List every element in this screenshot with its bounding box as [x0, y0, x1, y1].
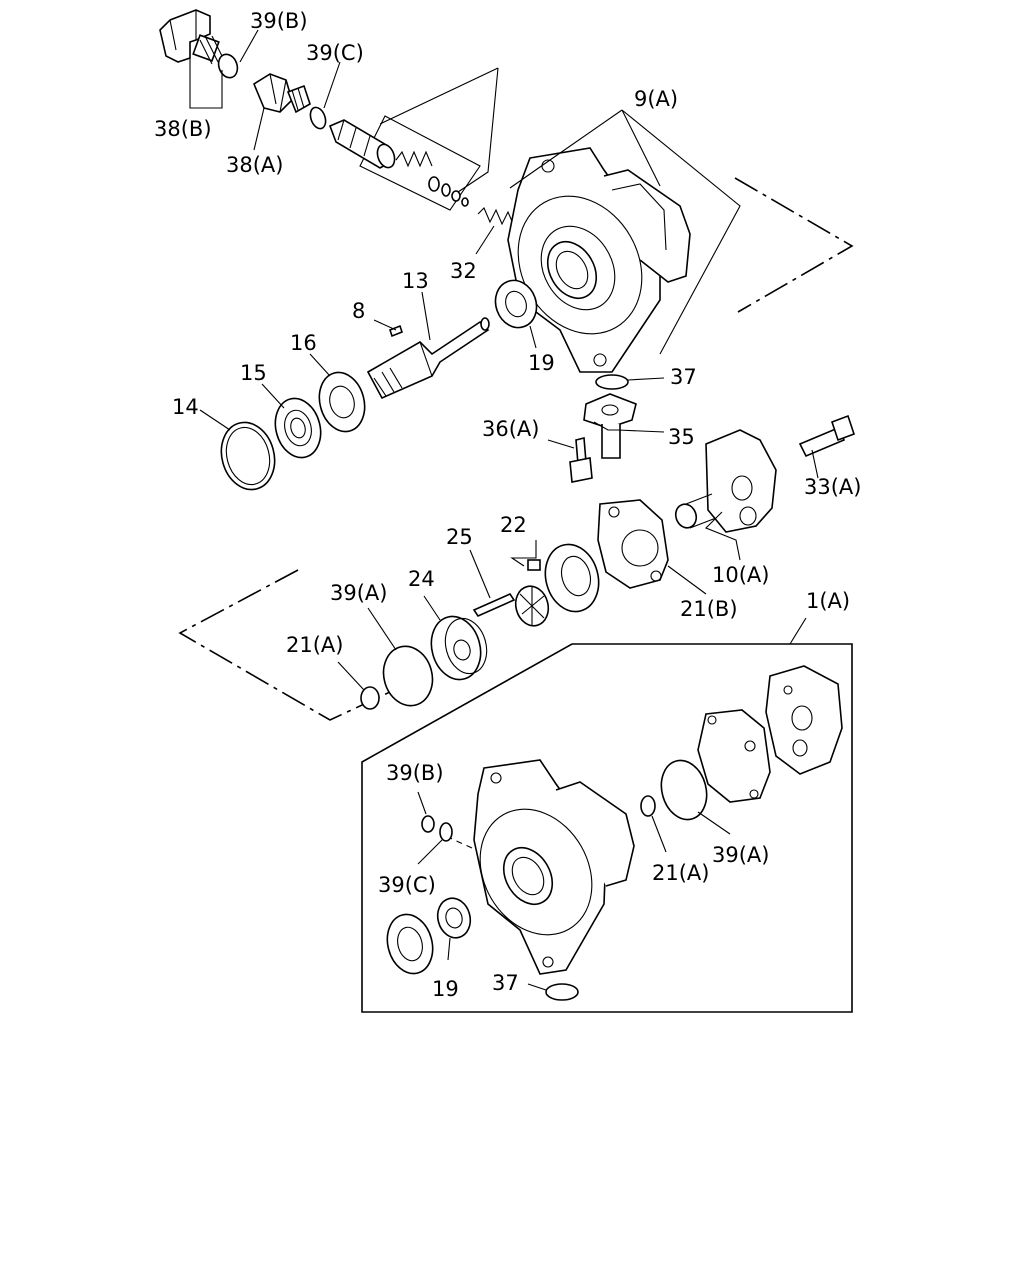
- reference-lines: [178, 177, 854, 721]
- label-16: 16: [290, 331, 317, 355]
- assembly-1a-oring-21a: [640, 795, 656, 817]
- label-9a: 9(A): [634, 87, 678, 111]
- assembly-1a-housing: [473, 759, 635, 975]
- part-35-connector-pipe: [583, 393, 637, 459]
- part-36a-bolt: [569, 436, 593, 483]
- label-10a: 10(A): [712, 563, 769, 587]
- callout-labels: 39(B) 39(C) 38(B) 38(A) 9(A) 32 13 8 16 …: [154, 9, 861, 1001]
- part-38b-elbow-fitting: [159, 9, 225, 65]
- part-8-key: [389, 324, 403, 338]
- label-8: 8: [352, 299, 365, 323]
- label-19-box: 19: [432, 977, 459, 1001]
- part-32-spring: [477, 207, 515, 227]
- label-25: 25: [446, 525, 473, 549]
- label-39a-mid: 39(A): [330, 581, 387, 605]
- label-19-top: 19: [528, 351, 555, 375]
- label-37-box: 37: [492, 971, 519, 995]
- part-9a-pump-housing: [507, 147, 691, 373]
- relief-valve-assembly: [328, 115, 481, 211]
- label-14: 14: [172, 395, 199, 419]
- label-21a-box: 21(A): [652, 861, 709, 885]
- label-38b: 38(B): [154, 117, 212, 141]
- label-37-top: 37: [670, 365, 697, 389]
- label-22: 22: [500, 513, 527, 537]
- assembly-1a-oring-39b: [421, 815, 435, 833]
- part-14-snap-ring: [220, 421, 276, 491]
- assembly-1a-box: [361, 643, 853, 1013]
- part-39b-oring-top: [217, 53, 239, 79]
- label-1a: 1(A): [806, 589, 850, 613]
- assembly-1a-end-cover: [765, 665, 843, 775]
- part-39c-oring-top: [309, 106, 327, 130]
- part-rotor-vanes: [514, 585, 550, 627]
- part-33a-bolt: [798, 414, 856, 458]
- part-25-pin: [472, 592, 516, 618]
- label-24: 24: [408, 567, 435, 591]
- part-10a-end-cover: [674, 429, 777, 533]
- assembly-1a-gasket: [697, 709, 771, 803]
- label-32: 32: [450, 259, 477, 283]
- label-35: 35: [668, 425, 695, 449]
- assembly-1a-oring-37: [545, 983, 579, 1001]
- label-39a-box: 39(A): [712, 843, 769, 867]
- label-39b-box: 39(B): [386, 761, 444, 785]
- part-21b-gasket: [597, 499, 669, 589]
- leader-lines: [189, 29, 819, 991]
- label-39b-top: 39(B): [250, 9, 308, 33]
- label-36a: 36(A): [482, 417, 539, 441]
- label-13: 13: [402, 269, 429, 293]
- assembly-1a-bearing-19: [436, 897, 472, 939]
- part-15-ball-bearing: [274, 397, 322, 459]
- part-37-oring-top: [595, 374, 629, 390]
- part-24-side-plate: [430, 615, 488, 681]
- label-39c-top: 39(C): [306, 41, 364, 65]
- part-21a-oring-mid: [360, 686, 380, 710]
- part-19-bearing-top: [494, 279, 538, 329]
- label-21b: 21(B): [680, 597, 738, 621]
- assembly-1a-oring-39c: [439, 822, 453, 842]
- label-33a: 33(A): [804, 475, 861, 499]
- part-13-drive-shaft: [366, 317, 490, 400]
- part-39a-oring-mid: [382, 645, 434, 707]
- assembly-1a-bearing-15: [386, 913, 434, 975]
- label-15: 15: [240, 361, 267, 385]
- part-16-washer: [318, 371, 366, 433]
- label-38a: 38(A): [226, 153, 283, 177]
- part-22-cam-ring: [527, 543, 600, 613]
- part-38a-union-fitting: [253, 73, 311, 114]
- assembly-1a-oring-39a: [660, 759, 708, 821]
- label-39c-box: 39(C): [378, 873, 436, 897]
- label-21a-mid: 21(A): [286, 633, 343, 657]
